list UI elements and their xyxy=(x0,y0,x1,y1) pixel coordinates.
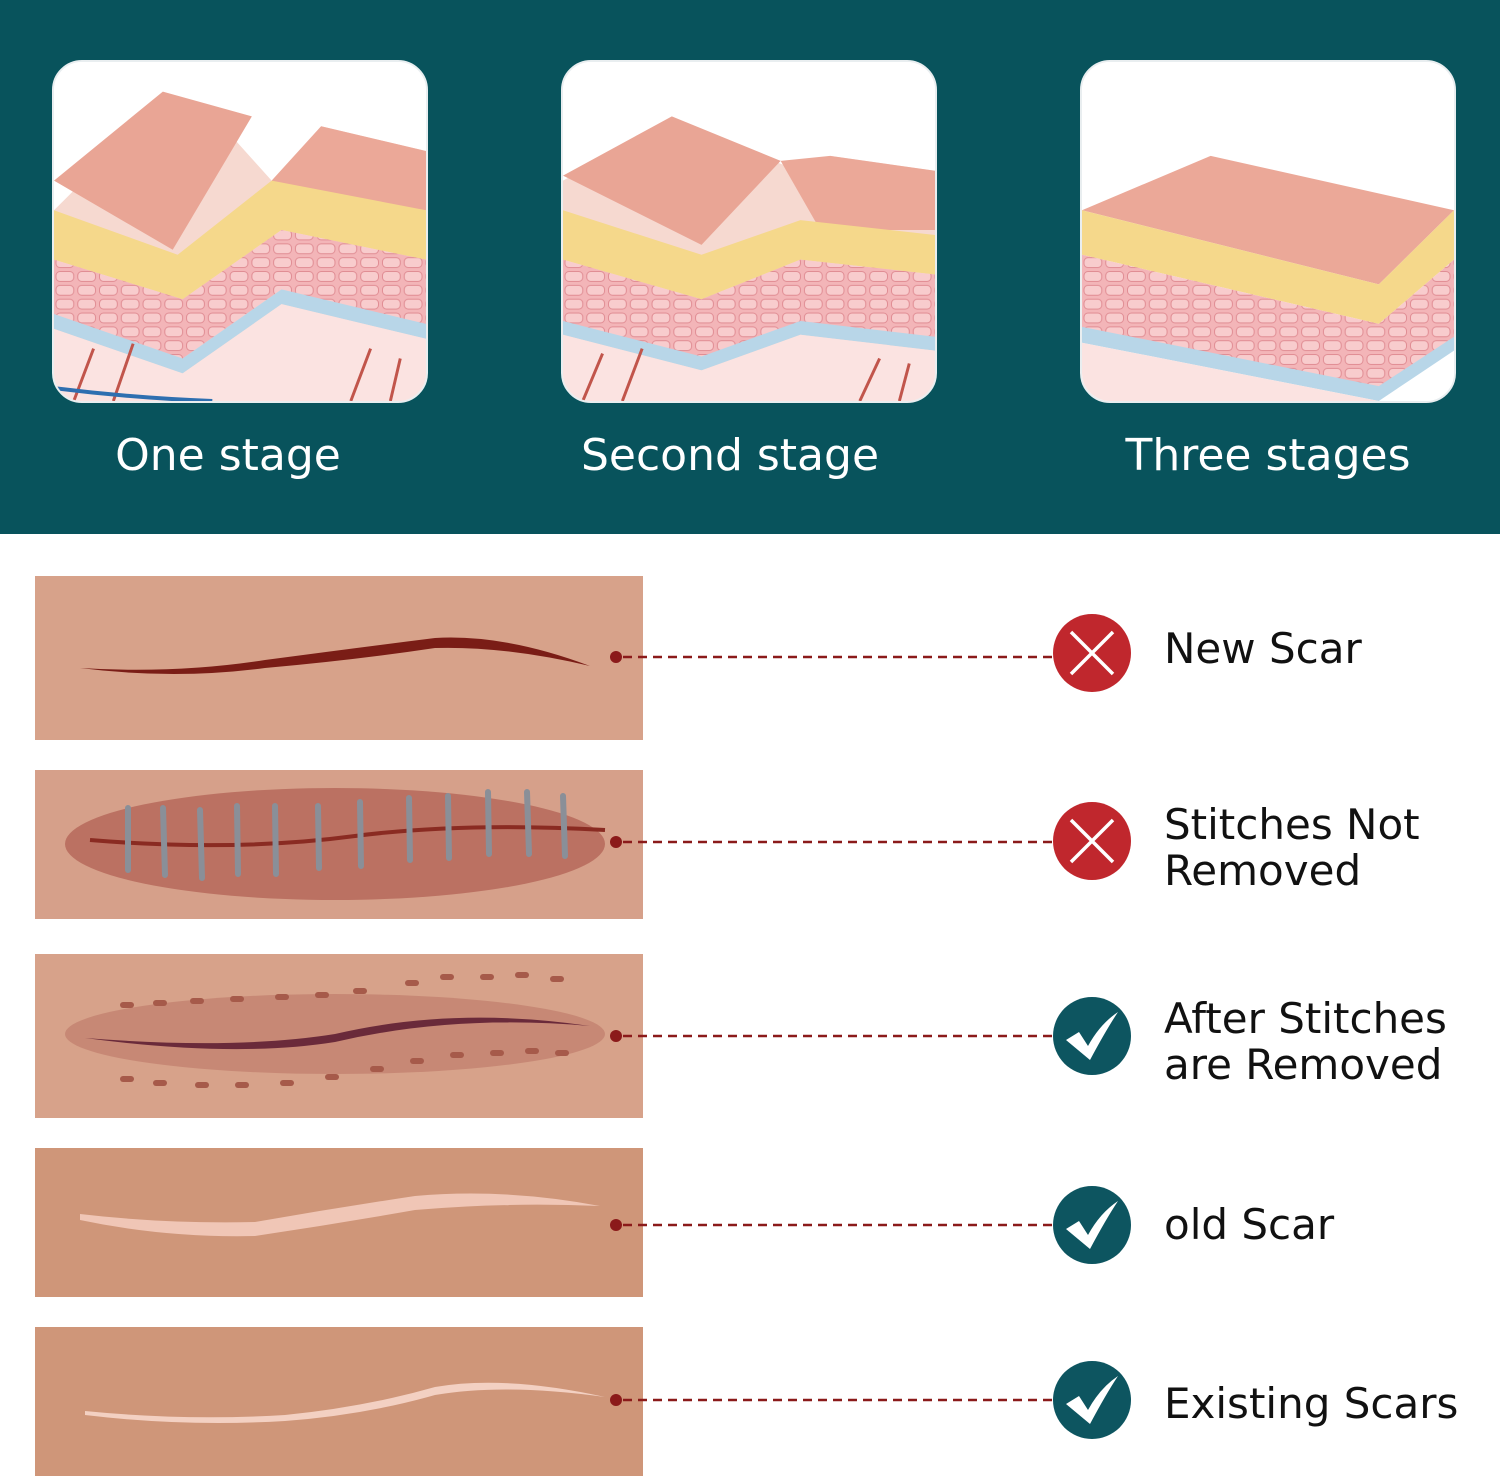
connector-line xyxy=(609,650,1053,664)
scar-label-new: New Scar xyxy=(1164,624,1362,673)
check-icon xyxy=(1052,1360,1132,1440)
stage-three-label: Three stages xyxy=(1125,430,1411,481)
stitched-scar-image xyxy=(35,770,643,919)
connector-line xyxy=(609,1393,1053,1407)
post-stitch-scar-image xyxy=(35,954,643,1118)
new-scar-image xyxy=(35,576,643,740)
connector-line xyxy=(609,1029,1053,1043)
stage-one-illustration xyxy=(52,60,428,403)
check-icon xyxy=(1052,996,1132,1076)
stage-three-illustration xyxy=(1080,60,1456,403)
scar-label-stitches-not-removed: Stitches Not Removed xyxy=(1164,800,1420,895)
stage-two-illustration xyxy=(561,60,937,403)
old-scar-image xyxy=(35,1148,643,1297)
stage-one-label: One stage xyxy=(115,430,341,481)
stage-two-label: Second stage xyxy=(580,430,880,481)
existing-scar-image xyxy=(35,1327,643,1476)
check-icon xyxy=(1052,1185,1132,1265)
scar-label-after-stitches: After Stitches are Removed xyxy=(1164,994,1447,1089)
connector-line xyxy=(609,835,1053,849)
cross-icon xyxy=(1052,801,1132,881)
cross-icon xyxy=(1052,613,1132,693)
connector-line xyxy=(609,1218,1053,1232)
scar-label-old: old Scar xyxy=(1164,1200,1335,1249)
scar-label-existing: Existing Scars xyxy=(1164,1379,1459,1428)
